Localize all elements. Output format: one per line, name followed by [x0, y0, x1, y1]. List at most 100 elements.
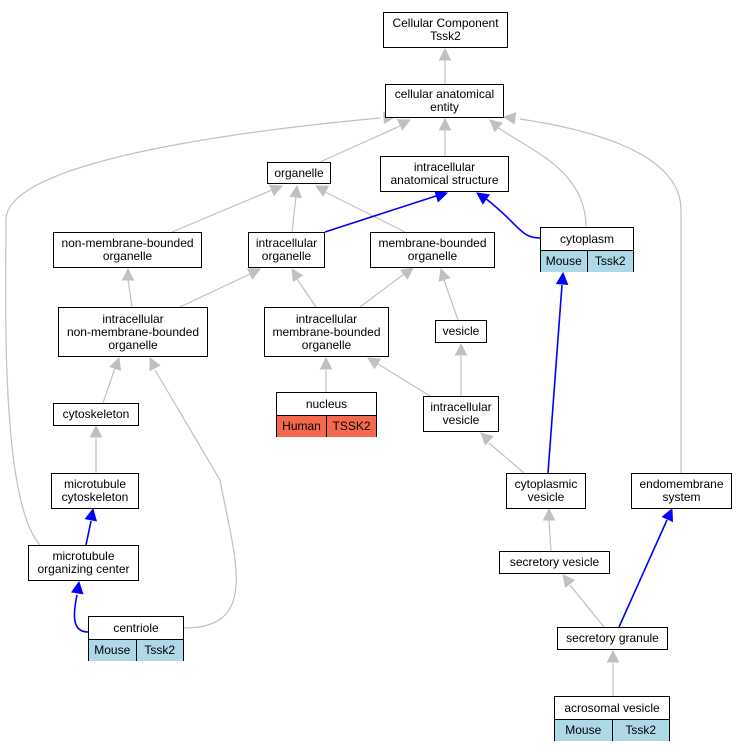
- node-cellular-component-root[interactable]: Cellular Component Tssk2: [383, 12, 508, 48]
- node-label: non-membrane-bounded organelle: [61, 236, 194, 263]
- edge-iv-vesicle-arrowhead: [454, 342, 468, 356]
- edge-entity-root-arrowhead: [438, 47, 452, 61]
- edge-av-sg-arrowhead: [606, 649, 620, 663]
- node-organelle[interactable]: organelle: [267, 162, 331, 184]
- edge-centriole-inmbo: [154, 369, 237, 629]
- edge-endomembrane-entity-arrowhead: [502, 112, 517, 125]
- edge-sg-sv: [569, 584, 605, 628]
- edge-io-ias: [324, 195, 437, 233]
- edge-cv-cytoplasm: [547, 284, 563, 474]
- edge-sg-endomembrane-arrowhead: [661, 507, 674, 523]
- edge-io-ias-arrowhead: [434, 190, 449, 203]
- edge-cv-iv: [488, 442, 525, 474]
- edge-ias-entity-arrowhead: [438, 117, 452, 131]
- edge-cytoplasm-ias: [484, 197, 541, 239]
- edge-inmbo-io: [179, 273, 251, 308]
- node-intracellular-organelle[interactable]: intracellular organelle: [248, 232, 325, 268]
- edge-organelle-entity: [319, 125, 401, 163]
- edge-mtoc-entity: [5, 117, 381, 546]
- node-title: acrosomal vesicle: [555, 697, 669, 720]
- edge-endomembrane-entity: [519, 118, 682, 473]
- gene-cell: Tssk2: [586, 251, 633, 272]
- edge-sv-cv: [548, 519, 552, 552]
- gene-cell: TSSK2: [326, 416, 376, 437]
- edge-cytoplasm-entity-arrowhead: [489, 119, 503, 133]
- edge-vesicle-mbo-arrowhead: [438, 267, 451, 282]
- node-title: nucleus: [277, 393, 376, 416]
- node-cytoplasm[interactable]: cytoplasm Mouse Tssk2: [540, 227, 634, 272]
- edge-io-organelle: [291, 195, 297, 233]
- node-title: centriole: [89, 617, 183, 640]
- edge-iv-imbo: [377, 363, 431, 397]
- node-non-membrane-bounded-organelle[interactable]: non-membrane-bounded organelle: [53, 232, 202, 268]
- gene-cell: Tssk2: [611, 720, 669, 741]
- node-label: microtubule organizing center: [37, 549, 130, 576]
- edge-cv-iv-arrowhead: [480, 432, 494, 446]
- species-cell: Human: [277, 416, 326, 437]
- edge-cytoplasm-entity: [496, 126, 587, 228]
- edge-centriole-mtoc-arrowhead: [71, 580, 84, 595]
- edge-imbo-mbo-arrowhead: [399, 267, 414, 280]
- node-intracellular-membrane-bounded-organelle[interactable]: intracellular membrane-bounded organelle: [264, 307, 389, 357]
- node-label: intracellular anatomical structure: [390, 160, 499, 187]
- edge-cytoskeleton-inmbo-arrowhead: [109, 356, 122, 371]
- node-label: cytoskeleton: [62, 407, 130, 421]
- gene-cell: Tssk2: [135, 640, 183, 661]
- edge-nmbo-organelle: [171, 189, 273, 233]
- node-cytoskeleton[interactable]: cytoskeleton: [53, 403, 139, 426]
- node-label: intracellular membrane-bounded organelle: [272, 311, 381, 352]
- edge-mtoc-mtc-arrowhead: [84, 507, 97, 522]
- node-cellular-anatomical-entity[interactable]: cellular anatomical entity: [385, 84, 504, 118]
- node-vesicle[interactable]: vesicle: [435, 320, 487, 343]
- species-cell: Mouse: [89, 640, 136, 661]
- edge-imbo-io-arrowhead: [291, 268, 304, 283]
- edge-cytoskeleton-inmbo: [102, 367, 116, 404]
- node-intracellular-vesicle[interactable]: intracellular vesicle: [423, 396, 499, 432]
- node-acrosomal-vesicle[interactable]: acrosomal vesicle Mouse Tssk2: [554, 696, 670, 741]
- node-label: vesicle: [442, 324, 480, 338]
- edge-iv-imbo-arrowhead: [367, 357, 382, 370]
- node-label: organelle: [274, 165, 324, 180]
- edge-sg-endomembrane: [618, 519, 668, 628]
- edge-inmbo-nmbo-arrowhead: [121, 267, 135, 281]
- edge-inmbo-nmbo: [127, 279, 133, 308]
- node-intracellular-anatomical-structure[interactable]: intracellular anatomical structure: [380, 156, 509, 192]
- node-endomembrane-system[interactable]: endomembrane system: [631, 473, 732, 509]
- edge-mbo-organelle-arrowhead: [315, 185, 330, 197]
- node-label: endomembrane system: [639, 477, 724, 504]
- node-label: cellular anatomical entity: [394, 87, 495, 114]
- node-label: membrane-bounded organelle: [378, 236, 487, 263]
- edge-cv-cytoplasm-arrowhead: [555, 271, 569, 285]
- edge-sv-cv-arrowhead: [542, 507, 556, 521]
- node-intracellular-non-membrane-bounded-organelle[interactable]: intracellular non-membrane-bounded organ…: [58, 307, 208, 357]
- edge-imbo-io: [296, 278, 317, 308]
- node-cytoplasmic-vesicle[interactable]: cytoplasmic vesicle: [506, 473, 586, 509]
- edge-mtoc-mtc: [85, 520, 92, 546]
- edge-nucleus-imbo-arrowhead: [319, 356, 333, 370]
- edge-cytoplasm-ias-arrowhead: [476, 192, 491, 205]
- node-centriole[interactable]: centriole Mouse Tssk2: [88, 616, 184, 661]
- edge-centriole-inmbo-arrowhead: [149, 356, 161, 372]
- edge-vesicle-mbo: [443, 279, 459, 321]
- edge-inmbo-io-arrowhead: [246, 268, 262, 280]
- node-membrane-bounded-organelle[interactable]: membrane-bounded organelle: [370, 232, 495, 268]
- node-label: cytoplasmic vesicle: [514, 477, 578, 504]
- edge-mtc-cytoskeleton-arrowhead: [89, 424, 103, 438]
- edge-centriole-mtoc: [73, 594, 89, 633]
- node-label: secretory vesicle: [509, 555, 600, 569]
- species-cell: Mouse: [541, 251, 587, 272]
- node-secretory-vesicle[interactable]: secretory vesicle: [499, 551, 610, 574]
- node-microtubule-organizing-center[interactable]: microtubule organizing center: [28, 545, 139, 581]
- edge-organelle-entity-arrowhead: [396, 119, 412, 131]
- species-cell: Mouse: [555, 720, 612, 741]
- edge-imbo-mbo: [359, 273, 405, 308]
- node-title: cytoplasm: [541, 228, 633, 251]
- node-label: intracellular vesicle: [430, 400, 492, 427]
- node-microtubule-cytoskeleton[interactable]: microtubule cytoskeleton: [51, 473, 139, 509]
- node-secretory-granule[interactable]: secretory granule: [557, 627, 668, 650]
- edge-sg-sv-arrowhead: [562, 574, 576, 588]
- node-label: intracellular non-membrane-bounded organ…: [66, 311, 200, 352]
- edge-nmbo-organelle-arrowhead: [268, 184, 284, 197]
- node-nucleus[interactable]: nucleus Human TSSK2: [276, 392, 377, 437]
